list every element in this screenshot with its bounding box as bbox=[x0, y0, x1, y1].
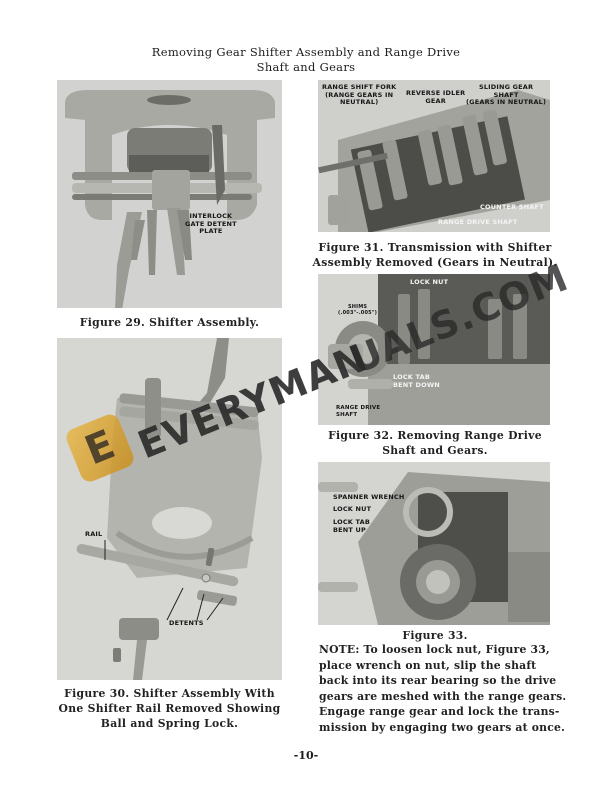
figure-33-photo: SPANNER WRENCH LOCK NUT LOCK TAB BENT UP bbox=[318, 462, 550, 625]
figure-32-caption: Figure 32. Removing Range Drive Shaft an… bbox=[328, 429, 542, 457]
transmission-gears-illustration bbox=[318, 80, 550, 232]
note-line: gears are meshed with the range gears. bbox=[319, 689, 567, 703]
figure-30-photo: RAIL DETENTS bbox=[57, 338, 282, 680]
note-line: mission by engaging two gears at once. bbox=[319, 720, 566, 734]
label-interlock-gate-detent-plate: INTERLOCK GATE DETENT PLATE bbox=[185, 212, 237, 235]
label-range-drive-shaft: RANGE DRIVE SHAFT bbox=[336, 405, 381, 418]
label-shims: SHIMS (.003"-.005") bbox=[338, 304, 378, 316]
label-spanner-wrench: SPANNER WRENCH bbox=[333, 493, 405, 501]
figure-31-caption: Figure 31. Transmission with Shifter Ass… bbox=[312, 241, 558, 269]
page-number: -10- bbox=[293, 749, 319, 762]
label-counter-shaft: COUNTER SHAFT bbox=[480, 203, 544, 211]
label-lock-nut: LOCK NUT bbox=[333, 505, 372, 513]
note-line: Engage range gear and lock the trans- bbox=[319, 705, 560, 718]
label-lock-nut: LOCK NUT bbox=[410, 278, 449, 286]
label-range-drive-shaft: RANGE DRIVE SHAFT bbox=[438, 218, 518, 226]
label-lock-tab-bent-down: LOCK TAB BENT DOWN bbox=[393, 373, 440, 389]
label-range-shift-fork: RANGE SHIFT FORK (RANGE GEARS IN NEUTRAL… bbox=[322, 83, 397, 106]
figure-29-caption: Figure 29. Shifter Assembly. bbox=[79, 316, 260, 329]
figure-30-caption: Figure 30. Shifter Assembly With One Shi… bbox=[58, 687, 281, 730]
range-drive-removal-illustration bbox=[318, 274, 550, 425]
figure-29-photo: INTERLOCK GATE DETENT PLATE bbox=[57, 80, 282, 308]
label-reverse-idler-gear: REVERSE IDLER GEAR bbox=[406, 89, 466, 105]
shifter-rail-removed-illustration bbox=[57, 338, 282, 680]
shifter-assembly-illustration bbox=[57, 80, 282, 308]
note-line: back into its rear bearing so the drive bbox=[319, 674, 557, 687]
label-rail: RAIL bbox=[85, 530, 103, 538]
label-sliding-gear-shaft: SLIDING GEAR SHAFT (GEARS IN NEUTRAL) bbox=[466, 83, 547, 106]
note-paragraph: NOTE: To loosen lock nut, Figure 33, pla… bbox=[319, 642, 567, 735]
page-title: Removing Gear Shifter Assembly and Range… bbox=[0, 45, 612, 75]
note-line: NOTE: To loosen lock nut, Figure 33, bbox=[319, 643, 550, 656]
label-lock-tab-bent-up: LOCK TAB BENT UP bbox=[333, 518, 371, 534]
figure-32-photo: SHIMS (.003"-.005") LOCK NUT LOCK TAB BE… bbox=[318, 274, 550, 425]
figure-33-caption: Figure 33. bbox=[402, 629, 468, 642]
note-line: place wrench on nut, slip the shaft bbox=[319, 658, 537, 672]
page-title-line-1: Removing Gear Shifter Assembly and Range… bbox=[151, 45, 461, 59]
spanner-wrench-lock-nut-illustration bbox=[318, 462, 550, 625]
page-title-line-2: Shaft and Gears bbox=[256, 60, 356, 74]
figure-31-photo: RANGE SHIFT FORK (RANGE GEARS IN NEUTRAL… bbox=[318, 80, 550, 232]
label-detents: DETENTS bbox=[169, 619, 204, 627]
